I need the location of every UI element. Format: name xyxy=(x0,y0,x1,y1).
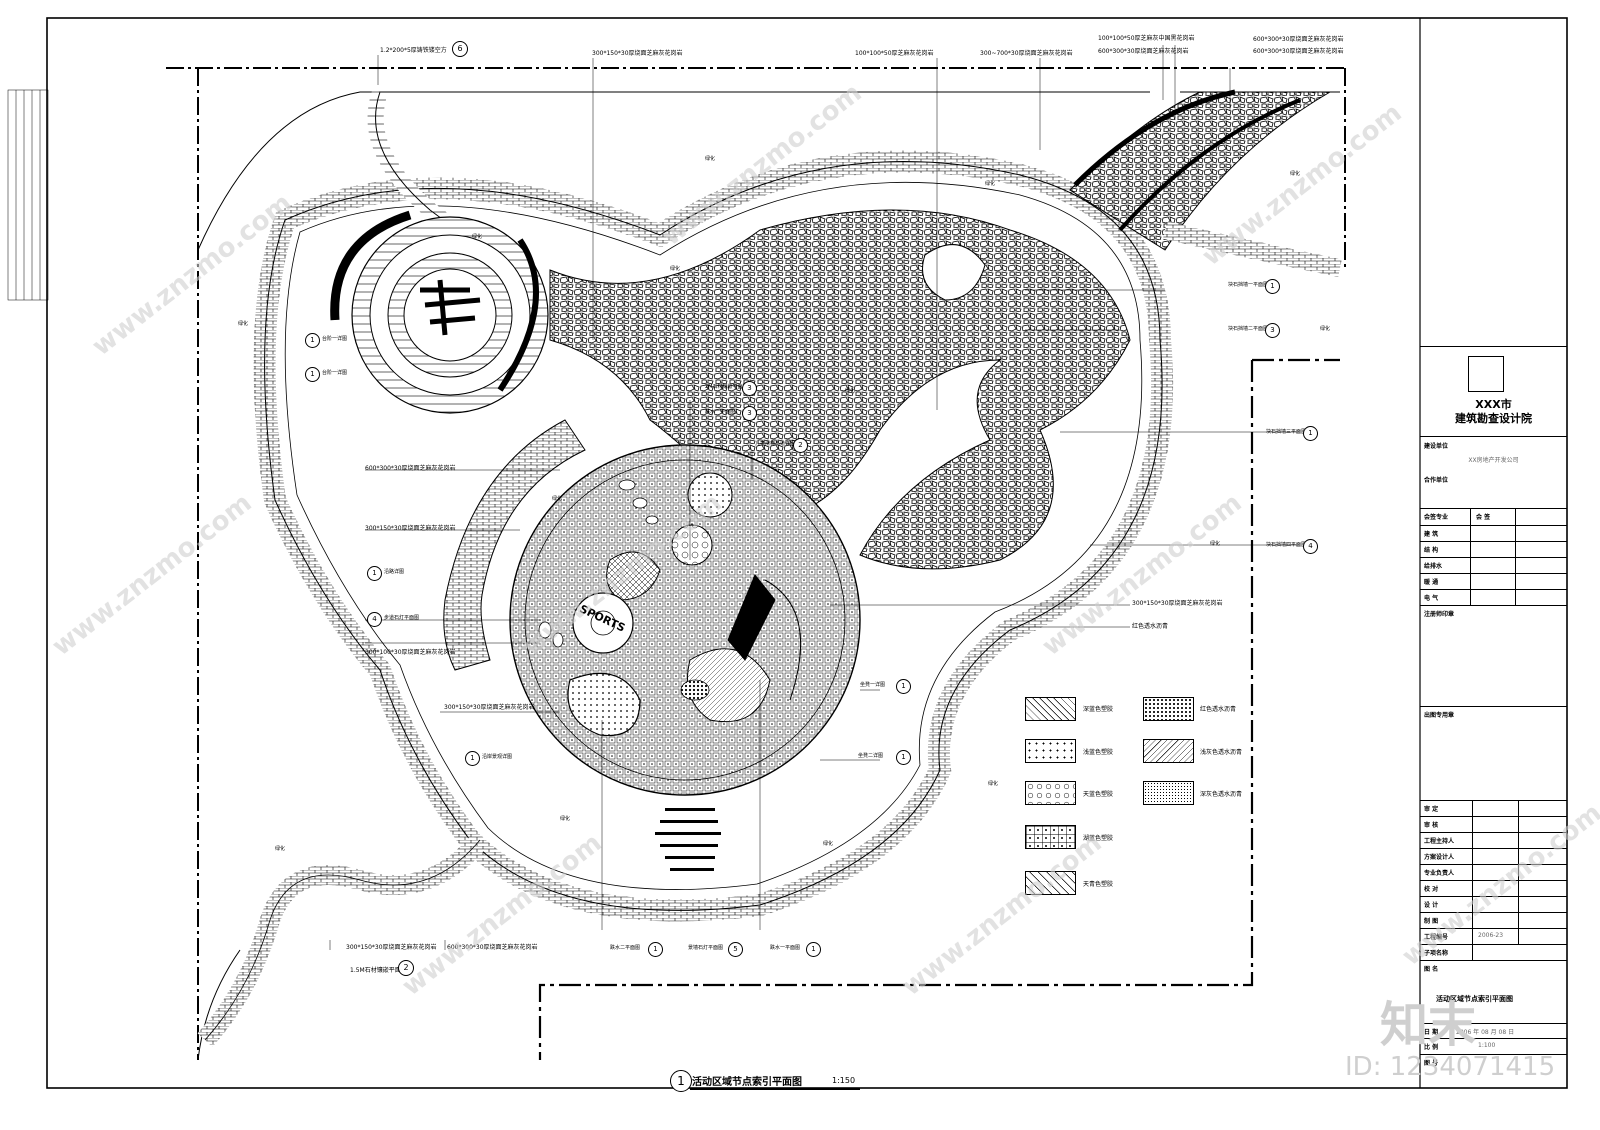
stepping-stones xyxy=(538,479,659,648)
calligraphy-sculpture-icon xyxy=(420,279,481,336)
leader-lines xyxy=(329,45,1300,950)
northeast-dark-band xyxy=(1073,89,1236,187)
south-steps xyxy=(655,808,721,871)
pond-island xyxy=(922,244,986,301)
binding-margin-table xyxy=(7,89,49,301)
sports-plaza xyxy=(509,444,861,796)
property-boundary-right xyxy=(538,358,1340,1060)
loop-path-edge-inner xyxy=(284,181,1143,890)
property-boundary-left xyxy=(166,67,1346,1060)
curved-bench-brick xyxy=(443,419,586,671)
northeast-brick-path xyxy=(1162,221,1342,277)
loop-path-edge-outer xyxy=(264,161,1163,911)
spiral-plaza xyxy=(330,210,549,414)
winding-path-southwest xyxy=(197,833,488,1047)
